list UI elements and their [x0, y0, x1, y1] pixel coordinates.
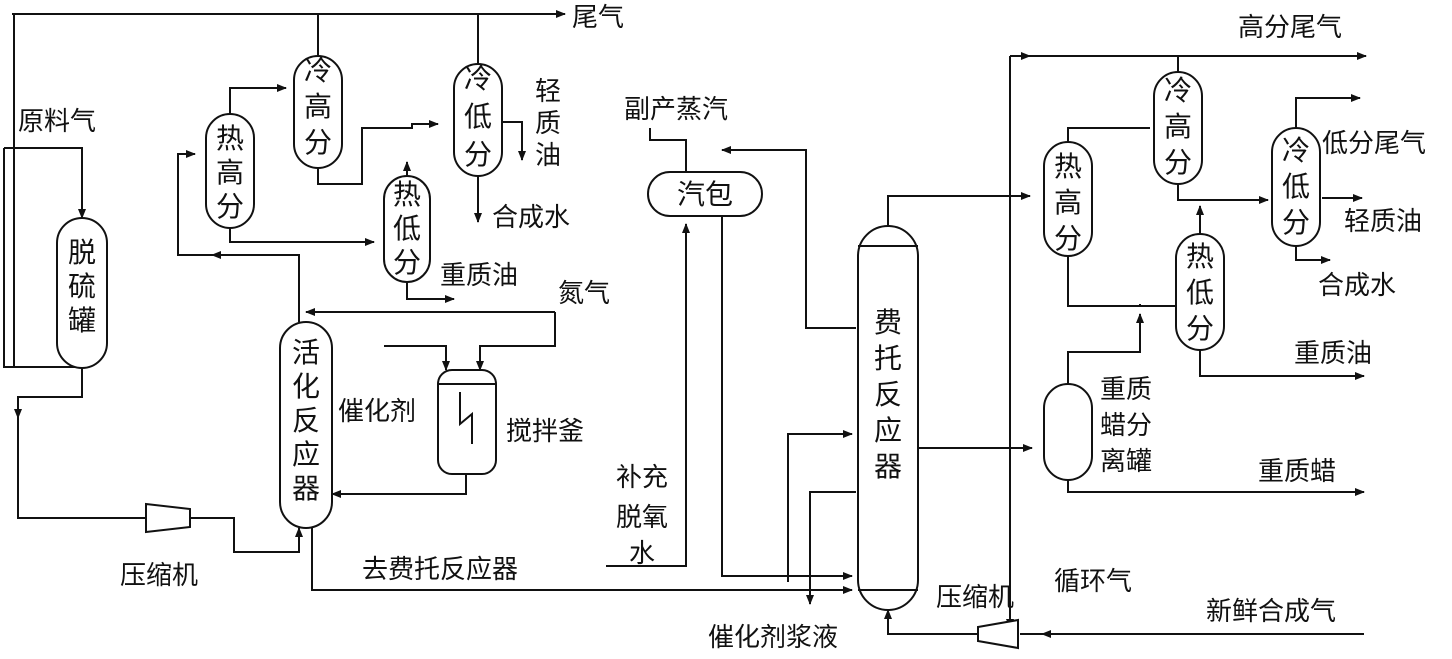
hot-low-separator-left: 热 低 分	[383, 175, 431, 283]
svg-text:汽包: 汽包	[677, 178, 733, 211]
makeup-water-label-3: 水	[629, 539, 655, 569]
high-sep-tail-gas-label: 高分尾气	[1238, 13, 1342, 43]
light-oil-label-left-2: 质	[535, 109, 561, 139]
left-labels: 尾气 原料气 压缩机 轻 质 油 合成水 重质油 氮气 催化剂 搅拌釜 去费托反…	[18, 3, 624, 591]
stirred-tank-label: 搅拌釜	[506, 417, 584, 447]
heavy-wax-separator-label-3: 离罐	[1100, 447, 1152, 477]
ft-reactor: 费 托 反 应 器	[857, 225, 919, 611]
svg-text:低: 低	[393, 212, 421, 245]
to-ft-reactor-label: 去费托反应器	[362, 555, 518, 585]
compressor-right	[977, 618, 1019, 650]
light-oil-label-left-1: 轻	[535, 77, 561, 107]
svg-text:热: 热	[216, 122, 244, 155]
svg-text:化: 化	[292, 370, 320, 403]
svg-text:托: 托	[874, 342, 902, 375]
svg-text:分: 分	[1186, 312, 1214, 345]
svg-text:反: 反	[292, 404, 320, 437]
cold-high-separator-right: 冷 高 分	[1153, 71, 1203, 185]
synthetic-water-label-right: 合成水	[1318, 271, 1396, 301]
svg-text:分: 分	[393, 246, 421, 279]
nitrogen-label: 氮气	[558, 279, 610, 309]
recycle-gas-label: 循环气	[1054, 567, 1132, 597]
right-pipes	[1006, 56, 1367, 638]
svg-text:冷: 冷	[464, 62, 492, 95]
heavy-wax-separator-label-2: 蜡分	[1100, 411, 1152, 441]
svg-text:分: 分	[1164, 146, 1192, 179]
svg-text:高: 高	[216, 156, 244, 189]
light-oil-label-right: 轻质油	[1344, 207, 1422, 237]
heavy-oil-label-right: 重质油	[1294, 339, 1372, 369]
svg-text:器: 器	[874, 450, 902, 483]
synthetic-water-label-left: 合成水	[492, 203, 570, 233]
cold-high-separator-left: 冷 高 分	[293, 54, 343, 169]
makeup-water-label-1: 补充	[616, 463, 668, 493]
svg-text:高: 高	[1054, 186, 1082, 219]
hot-low-separator-right: 热 低 分	[1175, 233, 1225, 351]
catalyst-label: 催化剂	[338, 397, 416, 427]
middle-labels: 副产蒸汽 补充 脱氧 水 催化剂浆液	[616, 95, 838, 653]
light-oil-label-left-3: 油	[535, 141, 561, 171]
svg-text:应: 应	[292, 438, 320, 471]
desulfurization-tank: 脱 硫 罐	[56, 217, 108, 369]
svg-text:分: 分	[1054, 222, 1082, 255]
svg-text:器: 器	[292, 472, 320, 505]
svg-text:分: 分	[216, 190, 244, 223]
heavy-wax-label: 重质蜡	[1258, 457, 1336, 487]
stirred-tank	[437, 369, 497, 475]
compressor-left	[145, 502, 191, 534]
steam-drum: 汽包	[647, 171, 763, 217]
svg-text:热: 热	[393, 178, 421, 211]
compressor-label-right: 压缩机	[936, 583, 1014, 613]
activation-reactor: 活 化 反 应 器	[279, 321, 333, 529]
middle-pipes	[606, 128, 1033, 635]
fresh-syngas-label: 新鲜合成气	[1206, 597, 1336, 627]
svg-text:费: 费	[874, 306, 902, 339]
svg-text:冷: 冷	[1164, 74, 1192, 107]
svg-text:高: 高	[1164, 110, 1192, 143]
cold-low-separator-left: 冷 低 分	[453, 62, 503, 177]
feed-gas-label: 原料气	[18, 107, 96, 137]
svg-text:低: 低	[464, 100, 492, 133]
tail-gas-label: 尾气	[572, 3, 624, 33]
low-sep-tail-gas-label: 低分尾气	[1322, 129, 1426, 159]
svg-text:高: 高	[304, 90, 332, 123]
right-labels: 高分尾气 低分尾气 轻质油 合成水 重质油 重质 蜡分 离罐 重质蜡 压缩机 循…	[936, 13, 1426, 627]
svg-text:冷: 冷	[304, 54, 332, 87]
catalyst-slurry-label: 催化剂浆液	[708, 623, 838, 653]
svg-text:活: 活	[292, 336, 320, 369]
hot-high-separator-right: 热 高 分	[1043, 141, 1093, 257]
svg-text:应: 应	[874, 414, 902, 447]
svg-text:硫: 硫	[68, 270, 96, 303]
byproduct-steam-label: 副产蒸汽	[624, 95, 728, 125]
compressor-label-left: 压缩机	[120, 561, 198, 591]
hot-high-separator-left: 热 高 分	[205, 113, 255, 229]
left-pipes	[3, 10, 853, 594]
svg-text:低: 低	[1186, 276, 1214, 309]
makeup-water-label-2: 脱氧	[616, 503, 668, 533]
svg-text:分: 分	[304, 126, 332, 159]
heavy-wax-separator	[1043, 383, 1093, 481]
svg-text:反: 反	[874, 378, 902, 411]
cold-low-separator-right: 冷 低 分	[1271, 127, 1321, 247]
svg-text:分: 分	[1282, 206, 1310, 239]
heavy-wax-separator-label-1: 重质	[1100, 375, 1152, 405]
svg-text:热: 热	[1054, 150, 1082, 183]
svg-text:热: 热	[1186, 240, 1214, 273]
svg-text:低: 低	[1282, 170, 1310, 203]
svg-text:分: 分	[464, 138, 492, 171]
heavy-oil-label-left: 重质油	[440, 261, 518, 291]
svg-text:脱: 脱	[68, 236, 96, 269]
svg-text:罐: 罐	[68, 304, 96, 337]
svg-text:冷: 冷	[1282, 134, 1310, 167]
